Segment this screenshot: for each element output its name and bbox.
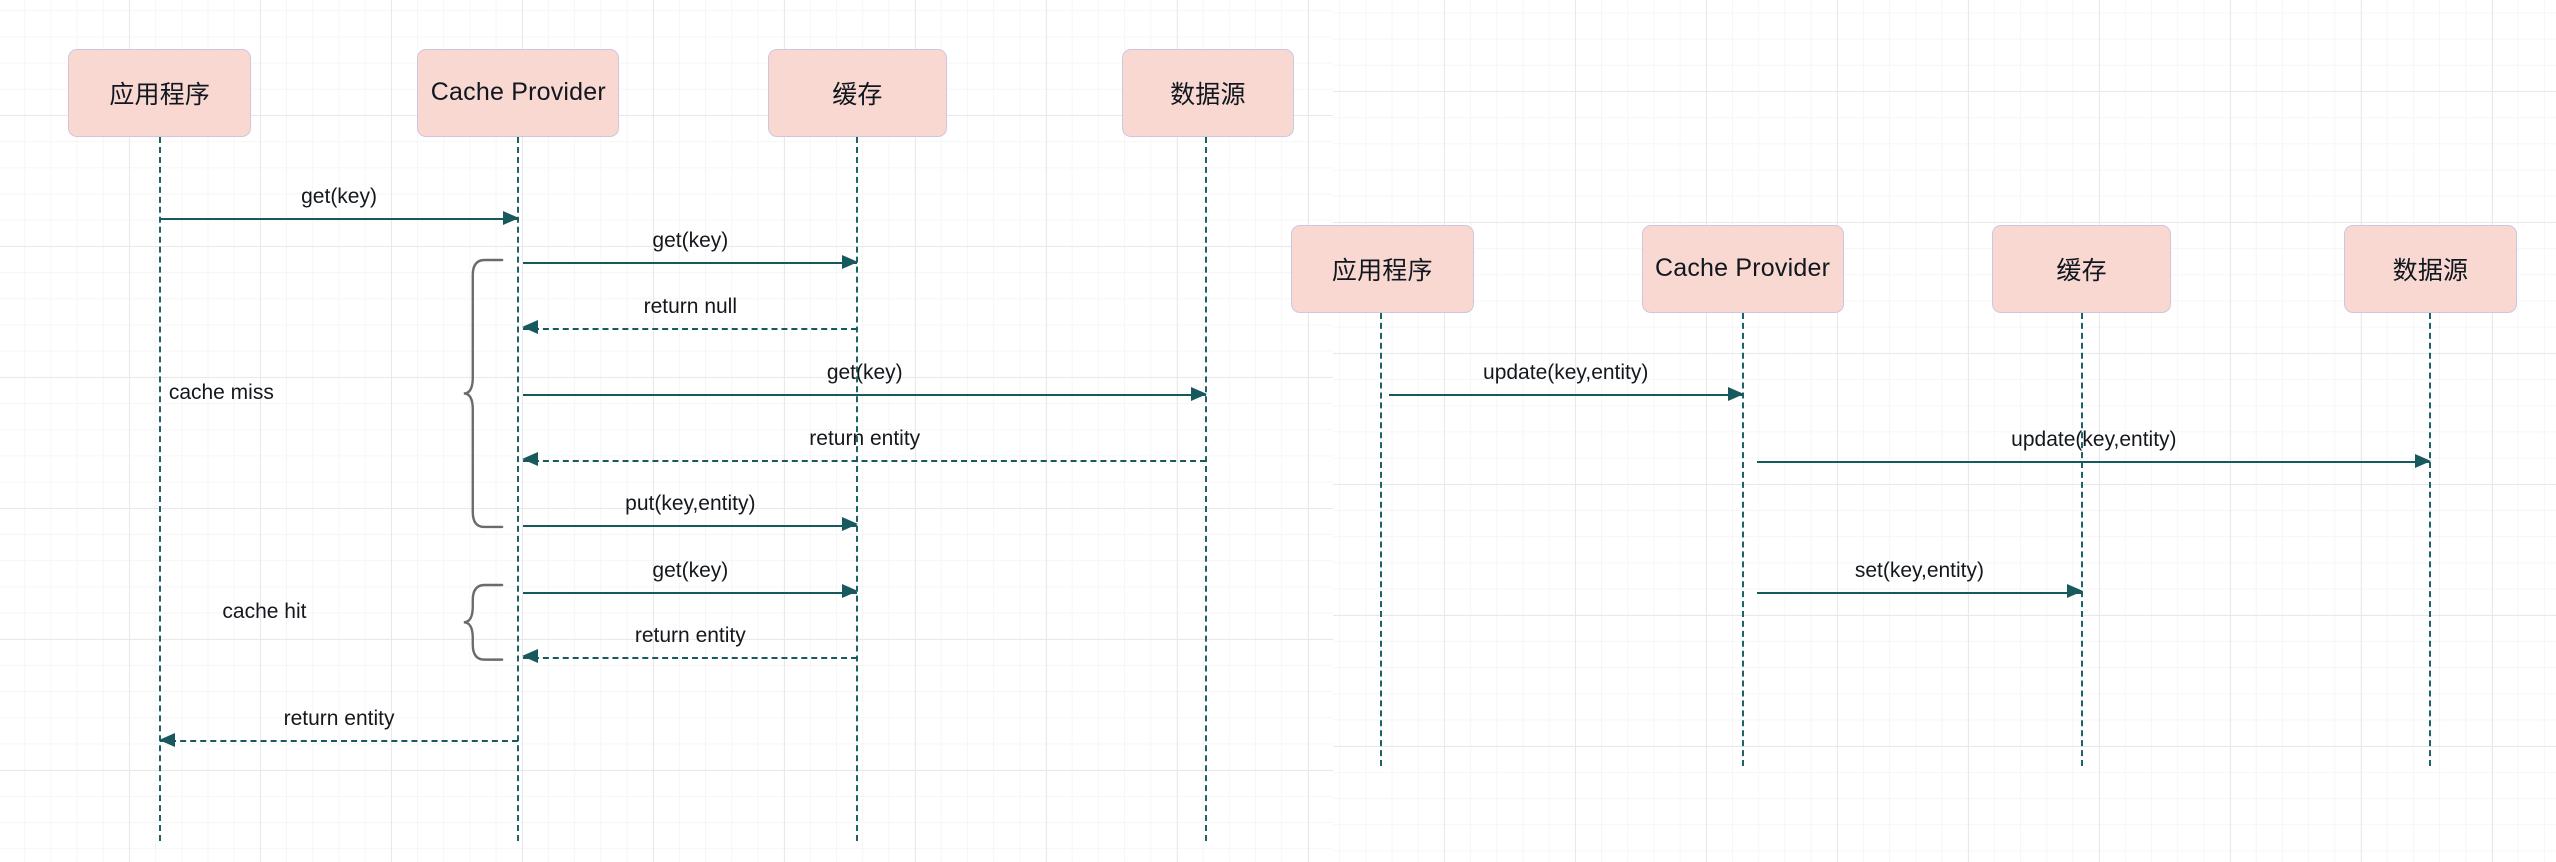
lifeline bbox=[1379, 312, 1382, 767]
participant-box[interactable]: 数据源 bbox=[1121, 48, 1295, 137]
message-label: get(key) bbox=[652, 229, 729, 253]
message-label: get(key) bbox=[652, 558, 729, 582]
message-label: get(key) bbox=[301, 185, 377, 209]
message-line bbox=[1757, 591, 2082, 594]
group-brace-icon bbox=[463, 258, 504, 529]
lifeline bbox=[856, 136, 859, 842]
message-line bbox=[523, 656, 858, 659]
message-label: return entity bbox=[809, 426, 921, 450]
message-line bbox=[1757, 461, 2431, 464]
arrow-head-icon bbox=[842, 584, 859, 599]
message-line bbox=[159, 740, 519, 743]
arrow-head-icon bbox=[1191, 386, 1208, 401]
arrow-head-icon bbox=[503, 210, 520, 225]
message-line bbox=[1388, 394, 1743, 397]
message-label: put(key,entity) bbox=[625, 491, 756, 515]
arrow-head-icon bbox=[842, 517, 859, 532]
lifeline bbox=[1741, 312, 1744, 767]
arrow-head-icon bbox=[522, 320, 539, 335]
participant-box[interactable]: Cache Provider bbox=[1641, 224, 1844, 313]
participant-box[interactable]: 缓存 bbox=[767, 48, 948, 137]
message-line bbox=[523, 327, 858, 330]
message-line bbox=[523, 591, 858, 594]
arrow-head-icon bbox=[522, 452, 539, 467]
arrow-head-icon bbox=[2066, 584, 2083, 599]
message-line bbox=[159, 218, 519, 221]
message-label: set(key,entity) bbox=[1854, 558, 1985, 582]
participant-box[interactable]: 应用程序 bbox=[68, 48, 252, 137]
arrow-head-icon bbox=[842, 254, 859, 269]
message-label: update(key,entity) bbox=[1483, 361, 1649, 385]
grid-background-left bbox=[0, 0, 1333, 862]
message-line bbox=[523, 524, 858, 527]
lifeline bbox=[1205, 136, 1208, 842]
message-label: return entity bbox=[283, 707, 395, 731]
message-label: return null bbox=[643, 294, 738, 318]
group-brace-icon bbox=[463, 583, 504, 661]
arrow-head-icon bbox=[2415, 453, 2432, 468]
message-line bbox=[523, 459, 1207, 462]
group-label: cache hit bbox=[222, 599, 307, 623]
message-label: update(key,entity) bbox=[2011, 428, 2177, 452]
arrow-head-icon bbox=[1727, 386, 1744, 401]
lifeline bbox=[2429, 312, 2432, 767]
participant-box[interactable]: 数据源 bbox=[2344, 224, 2517, 313]
message-label: return entity bbox=[634, 623, 746, 647]
arrow-head-icon bbox=[158, 732, 175, 747]
arrow-head-icon bbox=[522, 649, 539, 664]
lifeline bbox=[517, 136, 520, 842]
lifeline bbox=[2080, 312, 2083, 767]
message-label: get(key) bbox=[826, 361, 903, 385]
message-line bbox=[523, 394, 1207, 397]
grid-background-right bbox=[1333, 0, 2556, 862]
group-label: cache miss bbox=[168, 381, 274, 405]
participant-box[interactable]: Cache Provider bbox=[417, 48, 620, 137]
participant-box[interactable]: 缓存 bbox=[1991, 224, 2172, 313]
participant-box[interactable]: 应用程序 bbox=[1291, 224, 1474, 313]
lifeline bbox=[158, 136, 161, 842]
message-line bbox=[523, 262, 858, 265]
